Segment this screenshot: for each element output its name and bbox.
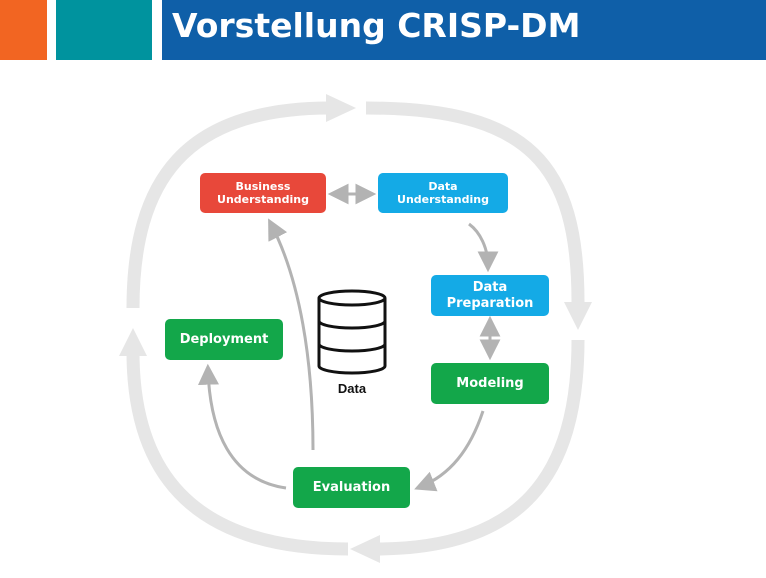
outer-arrowhead-left — [119, 328, 147, 356]
phase-deployment: Deployment — [165, 319, 283, 360]
arrow-evaluation-deployment — [198, 363, 287, 490]
page-title: Vorstellung CRISP-DM — [172, 6, 581, 45]
arrow-du-dp — [468, 222, 499, 273]
phase-label-line2: Understanding — [217, 193, 309, 206]
database-icon — [317, 289, 387, 375]
phase-label-line1: Data — [472, 279, 508, 295]
phase-evaluation: Evaluation — [293, 467, 410, 508]
outer-arrow-right — [365, 101, 585, 303]
outer-arrowheads — [119, 94, 592, 563]
outer-arrow-bottom — [377, 339, 585, 556]
phase-label: Modeling — [456, 375, 524, 391]
outer-cycle-arrows — [126, 101, 585, 556]
header-bar: Vorstellung CRISP-DM — [162, 0, 766, 60]
phase-business-understanding: Business Understanding — [200, 173, 326, 213]
outer-arrow-top — [126, 101, 331, 309]
arrow-modeling-evaluation — [414, 410, 485, 492]
header-teal-block — [56, 0, 152, 60]
phase-label-line1: Data — [428, 179, 458, 193]
outer-arrow-left — [126, 351, 349, 556]
phase-label-line2: Preparation — [446, 295, 534, 311]
crisp-dm-cycle-diagram — [119, 94, 592, 563]
database-label: Data — [337, 381, 367, 396]
inner-process-arrows — [198, 183, 501, 492]
outer-arrowhead-top — [326, 94, 356, 122]
phase-label: Evaluation — [312, 479, 391, 495]
phase-label-line2: Understanding — [397, 193, 489, 206]
phase-data-preparation: Data Preparation — [431, 275, 549, 316]
arrow-evaluation-bu — [268, 218, 315, 451]
outer-arrowhead-right — [564, 302, 592, 330]
phase-modeling: Modeling — [431, 363, 549, 404]
header-orange-block — [0, 0, 47, 60]
outer-arrowhead-bottom — [350, 535, 380, 563]
phase-data-understanding: Data Understanding — [378, 173, 508, 213]
phase-label: Deployment — [179, 331, 269, 347]
phase-label-line1: Business — [235, 179, 291, 193]
